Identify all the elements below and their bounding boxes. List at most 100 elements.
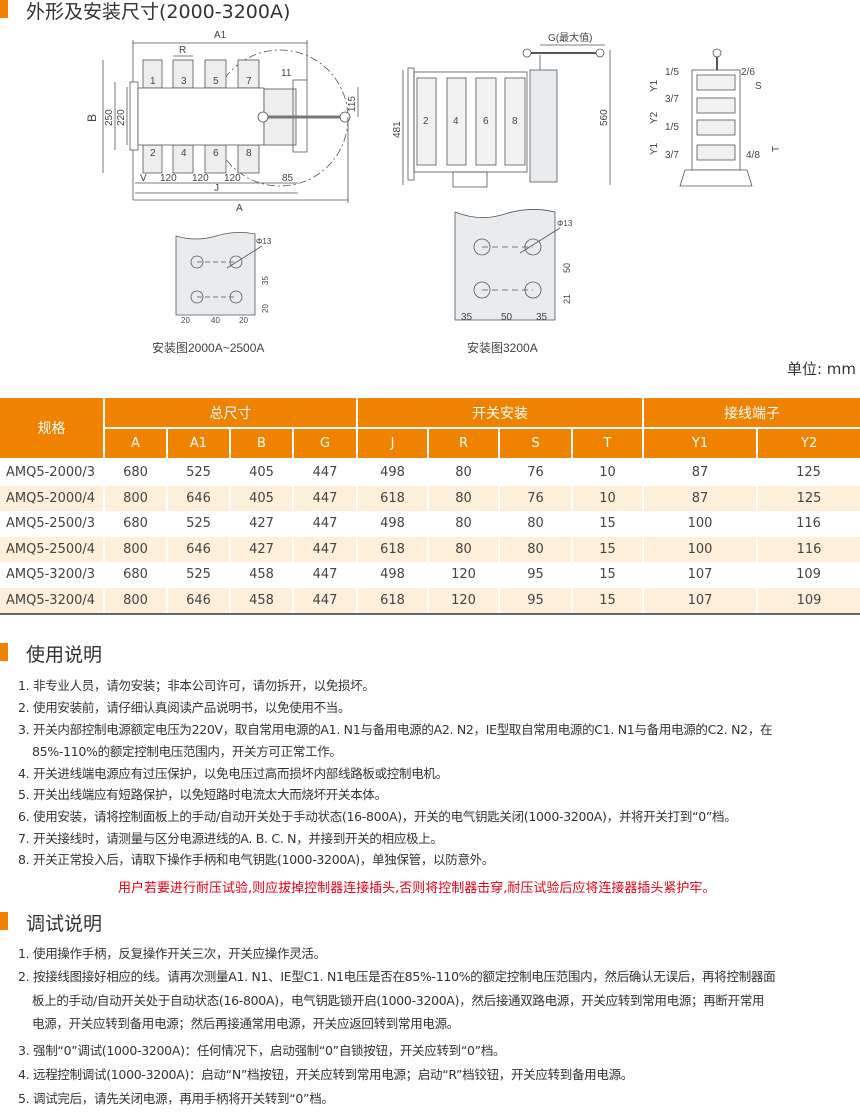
- value-cell: 498: [380, 465, 405, 481]
- section-marker: [0, 643, 8, 661]
- dim-bottom-35a: 35: [461, 312, 473, 323]
- spec-cell: AMQ5-2000/4: [0, 485, 104, 511]
- dimensions-title: 外形及安装尺寸(2000-3200A): [26, 1, 291, 23]
- instruction-item: 3. 开关内部控制电源额定电压为220V，取自常用电源的A1. N1与备用电源的…: [18, 722, 773, 737]
- spec-cell: AMQ5-2500/4: [0, 536, 104, 562]
- header-spec: 规格: [0, 398, 105, 460]
- column-header: R: [427, 428, 500, 460]
- value-cell: 107: [642, 587, 757, 615]
- dim-B: B: [85, 114, 99, 122]
- side-1-5-top: 1/5: [665, 67, 679, 78]
- value-cell: 80: [455, 516, 472, 532]
- value-cell: 80: [427, 536, 499, 562]
- spec-cell: AMQ5-3200/4: [0, 587, 104, 615]
- column-header: A1: [166, 428, 231, 460]
- section-marker: [0, 0, 8, 18]
- value-cell: 680: [123, 465, 148, 481]
- pole-3: 3: [181, 76, 187, 87]
- side-3-7-bottom: 3/7: [665, 150, 679, 161]
- value-cell: 618: [356, 485, 428, 511]
- value-cell: 100: [642, 536, 757, 562]
- value-cell: 125: [756, 485, 860, 511]
- side-1-5-bottom: 1/5: [665, 122, 679, 133]
- value-cell: 427: [229, 536, 293, 562]
- dim-J: J: [214, 183, 219, 194]
- value-cell: 80: [427, 485, 499, 511]
- value-cell: 80: [498, 536, 572, 562]
- dim-bottom-40: 40: [211, 316, 220, 325]
- value-cell: 498: [380, 567, 405, 583]
- column-header: Y1: [642, 428, 758, 460]
- value-cell: 447: [312, 516, 338, 532]
- dim-bottom-50: 50: [501, 312, 513, 323]
- usage-title: 使用说明: [26, 644, 103, 666]
- dim-20-right: 20: [261, 304, 270, 313]
- install-diagram-2000-2500: Φ13 35 20 20 40 20 安装图2000A~2500A: [152, 232, 272, 355]
- debug-title: 调试说明: [26, 913, 103, 935]
- side-3-7-top: 3/7: [665, 94, 679, 105]
- dimension-drawings: A1 R 1 3 5 7 2 4 6 8 B 250 220 11 115 V …: [85, 30, 782, 355]
- value-cell: 15: [571, 536, 643, 562]
- front-pole-2: 2: [423, 116, 429, 127]
- value-cell: 116: [756, 536, 860, 562]
- warning-note: 用户若要进行耐压试验,则应拔掉控制器连接插头,否则将控制器击穿,耐压试验后应将连…: [118, 881, 716, 896]
- value-cell: 95: [498, 587, 572, 615]
- instruction-item: 6. 使用安装，请将控制面板上的手动/自动开关处于手动状态(16-800A)，开…: [18, 809, 737, 824]
- dim-Y2: Y2: [649, 111, 660, 124]
- value-cell: 116: [796, 516, 821, 532]
- value-cell: 95: [527, 567, 544, 583]
- value-cell: 447: [292, 536, 357, 562]
- value-cell: 100: [687, 516, 713, 532]
- dim-11: 11: [281, 68, 292, 79]
- value-cell: 646: [166, 536, 230, 562]
- dim-V: V: [140, 173, 147, 184]
- instruction-item: 5. 开关出线端应有短路保护，以免短路时电流太大而烧坏开关本体。: [18, 787, 387, 802]
- dim-bottom-35b: 35: [536, 312, 548, 323]
- column-header: A: [103, 428, 168, 460]
- dim-250: 250: [104, 109, 115, 126]
- dim-85: 85: [282, 173, 294, 184]
- value-cell: 109: [796, 567, 821, 583]
- value-cell: 680: [123, 516, 148, 532]
- instruction-item: 3. 强制“0”调试(1000-3200A)：任何情况下，启动强制“0”自锁按钮…: [18, 1043, 506, 1058]
- value-cell: 525: [186, 567, 211, 583]
- instruction-item: 2. 按接线图接好相应的线。请再次测量A1. N1、IE型C1. N1电压是否在…: [18, 969, 776, 984]
- column-header: J: [356, 428, 429, 460]
- column-header: B: [229, 428, 294, 460]
- value-cell: 80: [455, 465, 472, 481]
- value-cell: 405: [229, 485, 293, 511]
- value-cell: 15: [571, 587, 643, 615]
- install-caption-a: 安装图2000A~2500A: [152, 340, 264, 355]
- install-caption-b: 安装图3200A: [467, 340, 538, 355]
- value-cell: 680: [123, 567, 148, 583]
- section-marker: [0, 912, 8, 930]
- instruction-item: 5. 调试完后，请先关闭电源，再用手柄将开关转到“0”档。: [18, 1091, 334, 1106]
- hole-diameter-a: Φ13: [256, 237, 272, 246]
- instruction-item: 8. 开关正常投入后，请取下操作手柄和电气钥匙(1000-3200A)，单独保管…: [18, 852, 495, 867]
- instruction-item: 电源，开关应转到备用电源；然后再接通常用电源，开关应返回转到常用电源。: [32, 1016, 460, 1031]
- pole-4: 4: [181, 148, 187, 159]
- side-4-8: 4/8: [746, 150, 760, 161]
- value-cell: 800: [103, 536, 167, 562]
- value-cell: 80: [527, 516, 544, 532]
- dim-115: 115: [347, 96, 358, 112]
- dim-bottom-20b: 20: [239, 316, 248, 325]
- dim-Y1-bottom: Y1: [649, 142, 660, 155]
- header-terminals: 接线端子: [642, 398, 860, 429]
- spec-cell: AMQ5-2500/3: [6, 516, 96, 532]
- header-switch-install: 开关安装: [356, 398, 644, 429]
- value-cell: 525: [186, 516, 211, 532]
- instruction-item: 1. 使用操作手柄，反复操作开关三次，开关应操作灵活。: [18, 946, 326, 961]
- value-cell: 427: [249, 516, 274, 532]
- dim-120-3: 120: [224, 173, 241, 184]
- value-cell: 120: [451, 567, 476, 583]
- value-cell: 458: [229, 587, 293, 615]
- dim-A: A: [236, 203, 243, 214]
- value-cell: 15: [599, 516, 616, 532]
- value-cell: 76: [527, 465, 544, 481]
- side-view-drawing: 1/5 2/6 S 3/7 1/5 3/7 4/8 Y1 Y2 Y1 T: [649, 48, 782, 187]
